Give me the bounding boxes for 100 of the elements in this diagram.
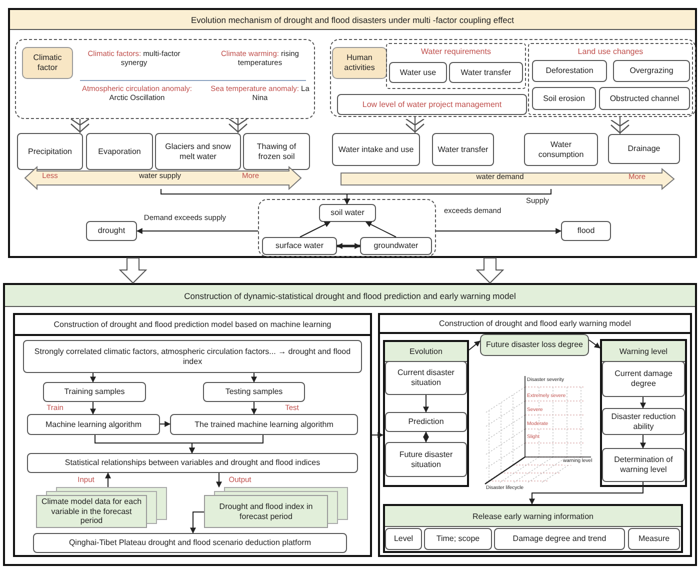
column-panel: [600, 339, 687, 487]
column-panel: [383, 340, 469, 487]
box-label: drought: [98, 226, 126, 236]
box-label: Human activities: [343, 53, 376, 73]
arrow: [336, 243, 361, 249]
box-label: Qinghai-Tibet Plateau drought and flood scenario deduction platform: [68, 538, 312, 548]
panel-title: Evolution mechanism of drought and flood disasters under multi -factor coupling effect: [10, 10, 695, 30]
box-label: Precipitation: [28, 146, 72, 156]
arrow: [588, 340, 600, 348]
arrow: [468, 340, 480, 350]
arrow: [423, 394, 429, 413]
process-box: [432, 133, 494, 166]
box-label: Current disaster situation: [396, 368, 456, 388]
process-box: [243, 133, 310, 170]
box-label: Current damage degree: [614, 369, 674, 389]
box-label: Deforestation: [546, 66, 594, 76]
process-box: [337, 94, 527, 115]
box-label: Level: [394, 534, 414, 544]
arrow: [423, 431, 429, 443]
box-label: Future disaster loss degree: [486, 340, 583, 350]
process-box: [262, 237, 337, 255]
box-label: Measure: [638, 534, 670, 544]
box-label: flood: [577, 226, 595, 236]
arrow: [160, 421, 171, 427]
box-label: groundwater: [374, 241, 418, 251]
box-label: Glaciers and snow melt water: [164, 142, 232, 162]
box-label: Evaporation: [98, 146, 141, 156]
box-label: Water transfer: [438, 144, 488, 154]
arrow: [529, 482, 644, 505]
document-text: Climate model data for each variable in the forecast period: [40, 497, 143, 526]
process-box: [170, 414, 358, 435]
double-arrow-band: [25, 167, 301, 189]
process-box: [602, 361, 685, 397]
arrow: [251, 372, 257, 383]
box-label: Low level of water project management: [362, 100, 502, 110]
process-box: [613, 60, 690, 82]
arrow-band: [341, 169, 674, 189]
process-box: [532, 60, 607, 82]
box-label: Training samples: [64, 387, 125, 397]
process-box: [385, 412, 467, 432]
section-panel: [3, 283, 697, 566]
dashed-group: [15, 39, 315, 119]
process-box: [319, 204, 376, 222]
subsection-panel: [378, 313, 692, 557]
box-label: The trained machine learning algorithm: [194, 420, 334, 430]
process-box: [385, 528, 422, 550]
process-box: [27, 453, 358, 473]
box-label: Future disaster situation: [398, 450, 454, 470]
arrow: [90, 402, 96, 415]
box-label: Soil erosion: [543, 94, 585, 104]
box-label: Prediction: [408, 417, 444, 427]
block-arrow: [476, 258, 504, 284]
process-box: [561, 221, 611, 241]
panel-title: Evolution: [385, 342, 467, 362]
category-tag: [332, 47, 387, 79]
box-label: Statistical relationships between variables and drought and flood indices: [64, 458, 320, 468]
arrow: [90, 372, 96, 383]
document-text: Drought and flood index in forecast period: [218, 502, 314, 522]
process-box: [86, 133, 153, 170]
arrow: [251, 402, 257, 415]
panel-title: Water requirements: [420, 46, 492, 58]
section-panel: [8, 8, 697, 258]
process-box: [389, 62, 447, 83]
arrow: [190, 512, 204, 534]
process-box: [155, 133, 241, 170]
arrow: [136, 228, 258, 234]
process-box: [360, 237, 432, 255]
process-box: [332, 133, 420, 166]
box-label: Water use: [400, 68, 436, 78]
box-label: Water intake and use: [338, 144, 414, 154]
box-label: Overgrazing: [630, 66, 674, 76]
box-label: Damage degree and trend: [512, 534, 606, 544]
process-box: [602, 448, 685, 482]
process-box: [385, 442, 467, 477]
box-label: Disaster reduction ability: [610, 412, 677, 432]
box-label: Drainage: [628, 144, 660, 154]
dashed-group: [258, 199, 436, 257]
box-label: Water consumption: [537, 140, 585, 160]
process-box: [17, 133, 83, 170]
process-box: [608, 134, 680, 164]
box-label: Thawing of frozen soil: [256, 142, 298, 162]
block-arrow: [118, 258, 148, 284]
arrow: [189, 434, 264, 454]
panel-title: Land use changes: [576, 46, 644, 58]
document-stack: [36, 487, 167, 528]
box-label: surface water: [275, 241, 324, 251]
process-box: [599, 87, 690, 110]
arrow: [105, 472, 111, 488]
arrow: [344, 188, 552, 205]
process-box: [86, 221, 137, 241]
column-panel: [383, 504, 683, 553]
box-label: Time; scope: [436, 534, 480, 544]
arrow: [640, 434, 646, 449]
process-box: [532, 87, 596, 110]
process-box: [449, 62, 523, 83]
panel-title: Construction of dynamic-statistical drought and flood prediction and early warning model: [5, 285, 695, 307]
process-box: [385, 361, 467, 395]
process-box: [43, 382, 146, 402]
process-box: [33, 533, 347, 553]
process-box: [480, 334, 589, 356]
